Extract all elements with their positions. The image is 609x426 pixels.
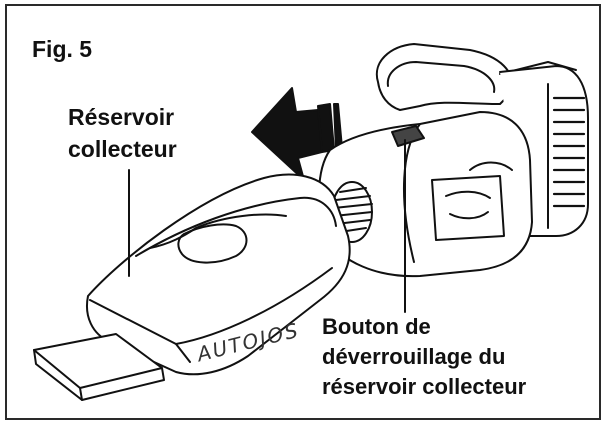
- reservoir-label-line1: Réservoir: [68, 104, 175, 130]
- button-label-line3: réservoir collecteur: [322, 374, 527, 399]
- figure-label: Fig. 5: [32, 36, 93, 62]
- button-label-line1: Bouton de: [322, 314, 431, 339]
- handle: [375, 43, 514, 111]
- battery-ribs: [552, 96, 586, 208]
- reservoir-label-line2: collecteur: [68, 136, 177, 162]
- release-button: [391, 125, 425, 147]
- button-label-line2: déverrouillage du: [322, 344, 506, 369]
